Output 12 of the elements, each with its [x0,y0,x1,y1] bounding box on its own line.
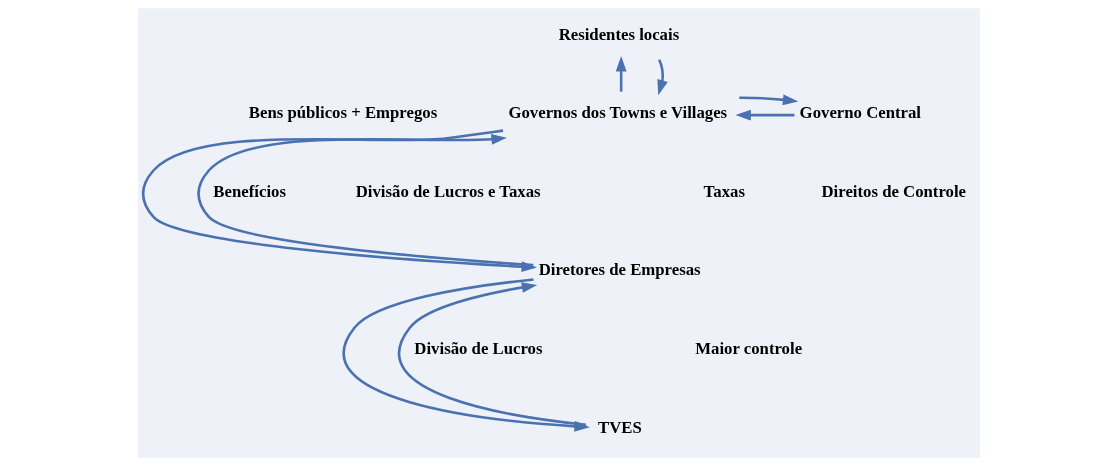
node-text: Governo Central [799,103,921,123]
label: Benefícios [212,181,286,201]
label: Divisão de Lucros e Taxas [355,181,541,201]
label: Maior controle [694,338,802,358]
label: Taxas [703,181,745,201]
label: Direitos de Controle [821,181,966,201]
label: Bens públicos + Empregos [248,103,437,123]
node-text: Diretores de Empresas [538,260,701,280]
label: Divisão de Lucros [413,338,542,358]
node-text: TVES [597,417,642,437]
node-text: Governos dos Towns e Villages [507,103,727,123]
node-text: Residentes locais [558,24,679,44]
